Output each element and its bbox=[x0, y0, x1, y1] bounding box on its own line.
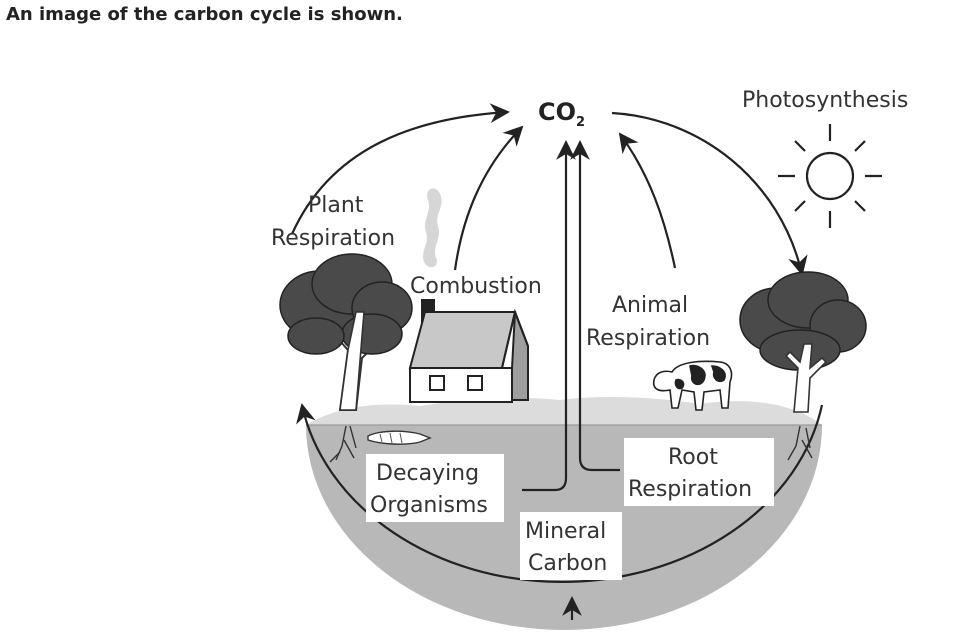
decay-to-co2-arrow bbox=[522, 140, 576, 492]
root-respiration-label-line2: Respiration bbox=[628, 477, 752, 502]
soil-cycle-arrow bbox=[296, 403, 824, 583]
mineral-carbon-label-line1: Mineral bbox=[525, 519, 606, 544]
root-respiration-label-line1: Root bbox=[668, 445, 718, 470]
left-tree-icon bbox=[279, 253, 413, 411]
house-icon bbox=[408, 299, 529, 403]
left-roots-icon bbox=[329, 425, 357, 463]
root-to-co2-arrow bbox=[570, 140, 620, 472]
right-tree-icon bbox=[739, 271, 867, 413]
combustion-label: Combustion bbox=[410, 274, 542, 299]
question-text: An image of the carbon cycle is shown. bbox=[6, 4, 403, 25]
root-respiration-box: Root Respiration bbox=[624, 438, 774, 506]
photosynthesis-label: Photosynthesis bbox=[742, 88, 908, 113]
combustion-arrow bbox=[453, 125, 524, 271]
animal-respiration-label-line1: Animal bbox=[612, 293, 688, 318]
photosynthesis-arrow bbox=[611, 111, 808, 276]
animal-respiration-arrow bbox=[618, 132, 677, 269]
mineral-carbon-box: Mineral Carbon bbox=[520, 512, 622, 580]
mineral-carbon-label-line2: Carbon bbox=[528, 551, 607, 576]
decaying-organism-icon bbox=[367, 430, 432, 445]
decaying-organisms-label-line1: Decaying bbox=[376, 461, 479, 486]
decaying-organisms-label-line2: Organisms bbox=[370, 493, 488, 518]
decaying-organisms-box: Decaying Organisms bbox=[366, 454, 504, 522]
smoke-icon bbox=[423, 188, 442, 268]
co2-subscript: 2 bbox=[576, 115, 585, 130]
right-roots-icon bbox=[787, 425, 813, 461]
plant-respiration-label-line1: Plant bbox=[308, 193, 364, 218]
animal-respiration-label-line2: Respiration bbox=[586, 326, 710, 351]
co2-label: CO bbox=[538, 98, 576, 126]
cow-icon bbox=[652, 360, 733, 411]
sun-icon bbox=[778, 124, 882, 228]
plant-respiration-arrow bbox=[290, 103, 510, 235]
ground-surface bbox=[306, 397, 822, 425]
plant-respiration-label-line2: Respiration bbox=[271, 226, 395, 251]
